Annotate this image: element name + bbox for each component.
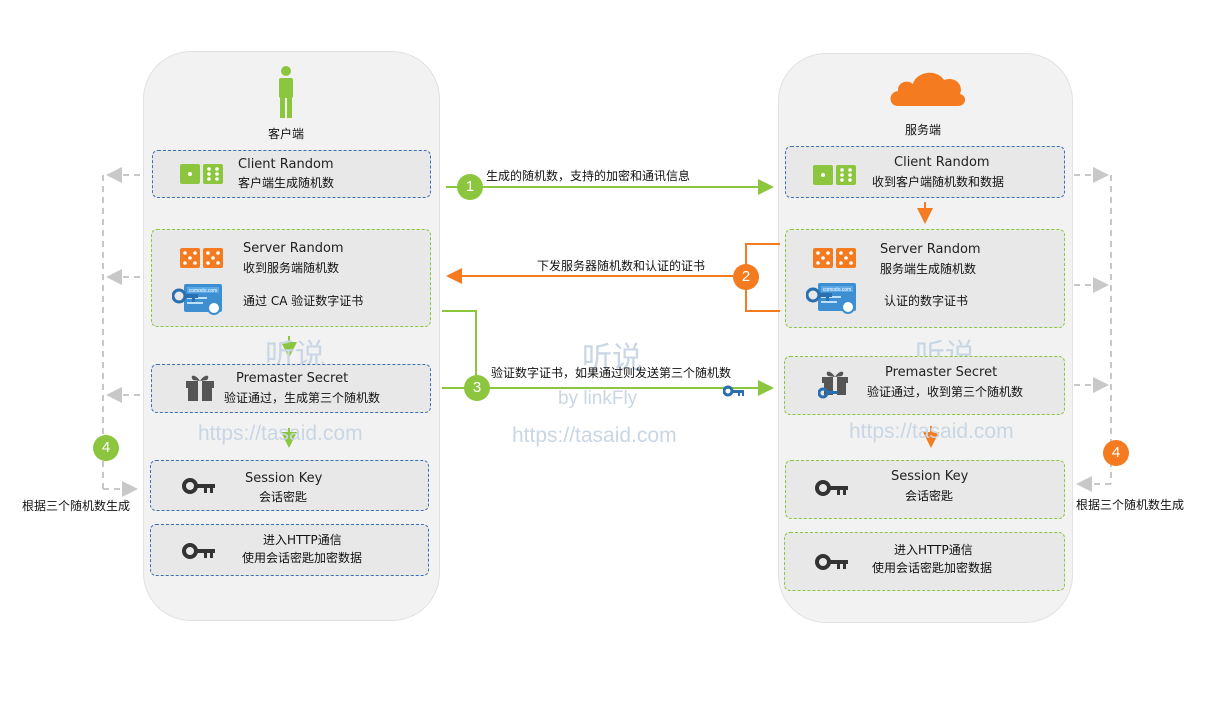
client-title: 客户端 — [268, 127, 305, 141]
dice-icon — [180, 248, 224, 272]
key-icon — [815, 480, 849, 500]
server-random-box — [785, 229, 1065, 328]
server-premaster-desc: 验证通过，收到第三个随机数 — [867, 385, 1024, 399]
client-http-desc: 使用会话密匙加密数据 — [242, 551, 363, 565]
cert-badge-text: comodo.com — [823, 287, 852, 293]
cert-badge-text: comodo.com — [189, 288, 218, 294]
server-http-desc: 使用会话密匙加密数据 — [872, 561, 993, 575]
dice-icon — [813, 248, 857, 272]
client-random-title: Client Random — [238, 157, 334, 172]
server-random-title: Server Random — [880, 242, 981, 257]
dice-icon — [180, 164, 224, 188]
server-session-key-title: Session Key — [891, 469, 969, 484]
key-icon — [182, 478, 216, 498]
step3-label: 验证数字证书，如果通过则发送第三个随机数 — [491, 366, 732, 380]
watermark-url: https://tasaid.com — [849, 420, 1014, 443]
certificate-icon: comodo.com — [171, 284, 224, 320]
client-server-random-desc: 收到服务端随机数 — [243, 261, 340, 275]
server-premaster-title: Premaster Secret — [885, 365, 998, 380]
step2-badge: 2 — [733, 264, 759, 290]
server-random-desc: 服务端生成随机数 — [880, 262, 977, 276]
server-cert-desc: 认证的数字证书 — [884, 294, 969, 308]
watermark-by: by linkFly — [558, 388, 638, 409]
client-server-random-box — [151, 229, 431, 327]
client-premaster-title: Premaster Secret — [236, 371, 349, 386]
step2-label: 下发服务器随机数和认证的证书 — [537, 259, 706, 273]
person-icon — [276, 66, 296, 118]
server-session-key-desc: 会话密匙 — [905, 489, 954, 503]
watermark-url: https://tasaid.com — [198, 422, 363, 445]
cloud-icon — [888, 68, 968, 112]
client-side-label: 根据三个随机数生成 — [22, 499, 131, 513]
server-side-label: 根据三个随机数生成 — [1076, 498, 1185, 512]
gift-icon — [185, 373, 215, 405]
step3-arrow — [442, 310, 774, 396]
step1-badge: 1 — [457, 174, 483, 200]
server-step4-badge: 4 — [1103, 440, 1129, 466]
gift-key-icon — [817, 369, 852, 403]
server-http-title: 进入HTTP通信 — [894, 543, 973, 557]
step3-badge: 3 — [464, 375, 490, 401]
step1-label: 生成的随机数，支持的加密和通讯信息 — [486, 169, 691, 183]
watermark-url: https://tasaid.com — [512, 424, 677, 447]
key-icon — [722, 382, 745, 401]
client-random-desc: 客户端生成随机数 — [238, 176, 335, 190]
key-icon — [815, 554, 849, 574]
watermark-logo: 听说 — [582, 342, 642, 375]
client-session-key-title: Session Key — [245, 471, 323, 486]
client-session-key-desc: 会话密匙 — [259, 490, 308, 504]
client-server-random-title: Server Random — [243, 241, 344, 256]
step2-arrow — [446, 243, 780, 284]
key-icon — [182, 543, 216, 563]
client-cert-desc: 通过 CA 验证数字证书 — [243, 294, 364, 308]
dice-icon — [813, 165, 857, 189]
client-premaster-desc: 验证通过，生成第三个随机数 — [224, 391, 381, 405]
certificate-icon: comodo.com — [805, 283, 858, 319]
server-client-random-desc: 收到客户端随机数和数据 — [872, 175, 1005, 189]
server-client-random-title: Client Random — [894, 155, 990, 170]
server-title: 服务端 — [905, 123, 942, 137]
client-http-title: 进入HTTP通信 — [263, 533, 342, 547]
client-step4-badge: 4 — [93, 435, 119, 461]
